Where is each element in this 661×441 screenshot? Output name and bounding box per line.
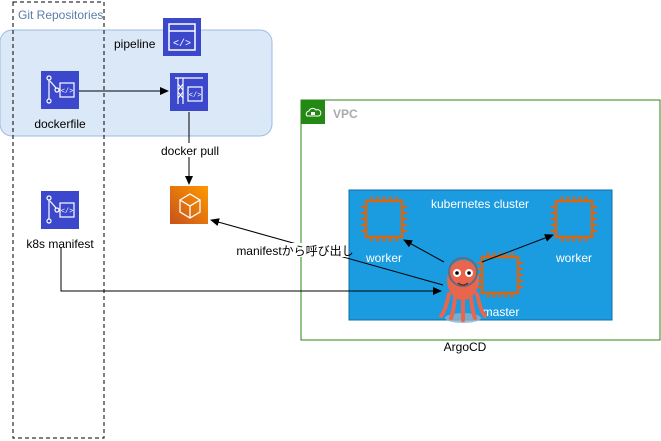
- worker-left-label: worker: [365, 251, 402, 265]
- k8s-manifest-label: k8s manifest: [26, 237, 94, 251]
- pipeline-label: pipeline: [114, 37, 156, 51]
- ec2-chip-icon: [361, 196, 407, 242]
- vpc-group: [300, 99, 661, 341]
- master-label: master: [483, 305, 520, 319]
- git-repositories-group: [12, 1, 105, 439]
- svg-text:</>: </>: [61, 208, 74, 216]
- git-repositories-label: Git Repositories: [18, 8, 103, 22]
- argocd-label: ArgoCD: [444, 340, 487, 354]
- codebuild-icon: </>: [170, 73, 208, 111]
- kubernetes-cluster-label: kubernetes cluster: [431, 197, 529, 211]
- edge-master-to-worker-right: [481, 234, 554, 263]
- svg-text:</>: </>: [189, 92, 202, 100]
- edge-k8s-manifest-to-argocd: [60, 247, 442, 295]
- svg-text:</>: </>: [61, 88, 74, 96]
- vpc-icon: [301, 100, 325, 124]
- manifest-call-label-bg: [243, 243, 347, 257]
- ec2-chip-icon: [477, 252, 523, 298]
- dockerfile-label: dockerfile: [34, 117, 86, 131]
- manifest-call-label: manifestから呼び出し: [236, 244, 353, 258]
- svg-text:</>: </>: [173, 38, 191, 50]
- edge-master-to-worker-left: [403, 239, 445, 263]
- kubernetes-cluster-box: [348, 189, 613, 321]
- vpc-label: VPC: [333, 107, 358, 121]
- ecr-icon: [170, 186, 208, 224]
- docker-pull-label: docker pull: [161, 144, 219, 158]
- argocd-octopus-icon: [439, 257, 487, 323]
- codepipeline-icon: </>: [163, 18, 201, 56]
- ec2-chip-icon: [551, 196, 597, 242]
- docker-pull-label-bg: [162, 143, 218, 157]
- codecommit-icon: </>: [41, 191, 79, 229]
- worker-right-label: worker: [555, 251, 592, 265]
- codecommit-icon: </>: [41, 71, 79, 109]
